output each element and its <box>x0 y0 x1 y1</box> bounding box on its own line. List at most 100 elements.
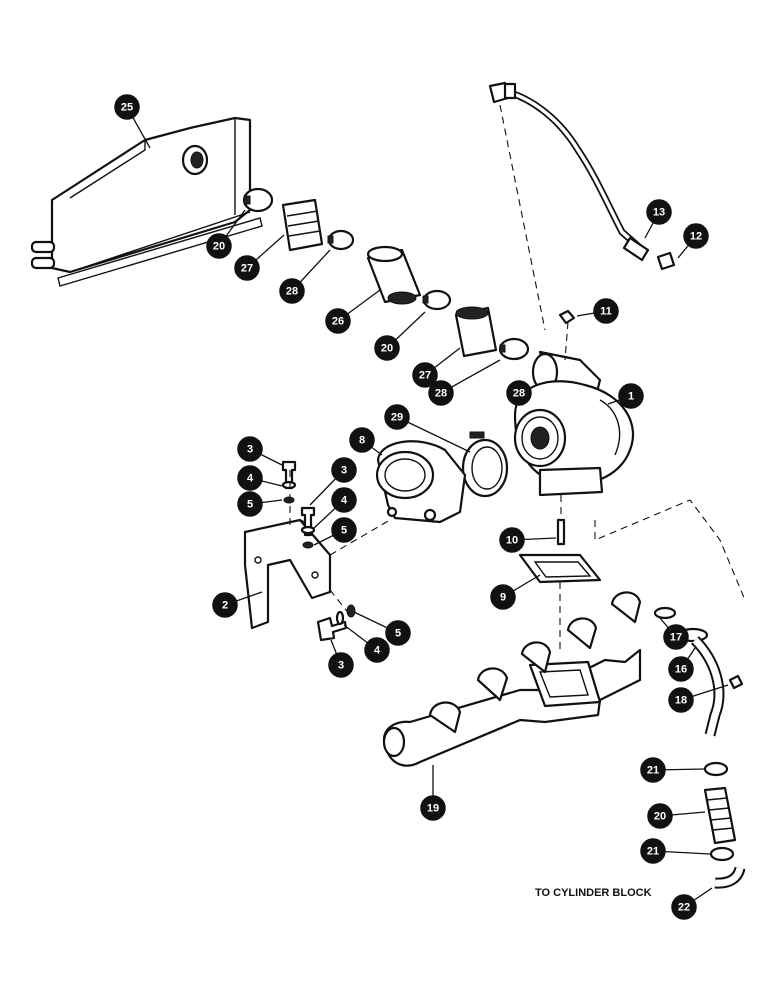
callout-circle <box>663 624 689 650</box>
callout-number: 28 <box>435 388 447 400</box>
callout-4: 4 <box>364 637 390 663</box>
callout-circle <box>349 427 375 453</box>
callout-28: 28 <box>506 380 532 406</box>
callout-27: 27 <box>412 362 438 388</box>
callout-circle <box>328 652 354 678</box>
exhaust-manifold <box>382 591 642 767</box>
bolt-washers-center <box>300 506 316 549</box>
clamp-upper-mid <box>327 229 355 251</box>
callout-number: 5 <box>247 499 253 511</box>
callout-5: 5 <box>331 517 357 543</box>
callout-number: 20 <box>213 241 225 253</box>
callout-number: 28 <box>513 388 525 400</box>
clamp-mid <box>422 289 452 311</box>
callout-number: 28 <box>286 286 298 298</box>
callout-number: 17 <box>670 632 682 644</box>
callout-1: 1 <box>618 383 644 409</box>
aftercooler-housing <box>30 116 263 287</box>
callout-circle <box>412 362 438 388</box>
callout-number: 13 <box>653 207 665 219</box>
callout-number: 4 <box>374 645 381 657</box>
callout-27: 27 <box>234 255 260 281</box>
callout-number: 11 <box>600 306 612 318</box>
bolt-washers-left <box>281 460 297 504</box>
callout-circle <box>364 637 390 663</box>
tube-connector <box>366 245 422 305</box>
lower-hose-assembly <box>703 761 746 889</box>
callout-number: 27 <box>241 263 253 275</box>
callout-circle <box>640 838 666 864</box>
nut <box>558 309 576 325</box>
callout-5: 5 <box>385 620 411 646</box>
callout-circle <box>331 457 357 483</box>
bolt-washers-lower <box>316 604 356 642</box>
callout-circle <box>646 199 672 225</box>
callout-29: 29 <box>384 404 410 430</box>
fitting-cap <box>656 251 676 271</box>
callout-circle <box>279 278 305 304</box>
callout-number: 20 <box>654 811 666 823</box>
callout-circle <box>237 436 263 462</box>
callout-20: 20 <box>206 233 232 259</box>
callout-circle <box>640 757 666 783</box>
callout-circle <box>420 795 446 821</box>
callout-circle <box>593 298 619 324</box>
callout-number: 3 <box>247 444 253 456</box>
mounting-bracket <box>243 518 332 630</box>
callout-circle <box>506 380 532 406</box>
callout-20: 20 <box>374 335 400 361</box>
callout-number: 10 <box>506 535 518 547</box>
callout-circle <box>237 465 263 491</box>
callout-12: 12 <box>683 223 709 249</box>
callout-number: 25 <box>121 102 133 114</box>
callout-number: 5 <box>341 525 347 537</box>
callout-number: 21 <box>647 765 659 777</box>
callout-number: 21 <box>647 846 659 858</box>
callout-8: 8 <box>349 427 375 453</box>
callout-number: 18 <box>675 695 687 707</box>
callout-20: 20 <box>647 803 673 829</box>
callout-number: 20 <box>381 343 393 355</box>
callout-circle <box>428 380 454 406</box>
callout-11: 11 <box>593 298 619 324</box>
callout-21: 21 <box>640 757 666 783</box>
callout-circle <box>234 255 260 281</box>
alignment-lines <box>289 104 746 650</box>
callout-circle <box>331 517 357 543</box>
callout-22: 22 <box>671 894 697 920</box>
callout-number: 4 <box>341 495 348 507</box>
callout-circle <box>212 592 238 618</box>
callout-2: 2 <box>212 592 238 618</box>
callout-circle <box>331 487 357 513</box>
callout-17: 17 <box>663 624 689 650</box>
callout-circle <box>490 584 516 610</box>
callout-4: 4 <box>237 465 263 491</box>
oil-supply-line <box>488 81 650 262</box>
callout-28: 28 <box>279 278 305 304</box>
callout-circle <box>499 527 525 553</box>
callout-number: 4 <box>247 473 254 485</box>
callout-3: 3 <box>328 652 354 678</box>
gasket <box>518 553 602 584</box>
callout-18: 18 <box>668 687 694 713</box>
hose-connector-upper <box>281 198 324 252</box>
callout-25: 25 <box>114 94 140 120</box>
callout-13: 13 <box>646 199 672 225</box>
callout-5: 5 <box>237 491 263 517</box>
callout-3: 3 <box>331 457 357 483</box>
callout-circle <box>618 383 644 409</box>
callout-number: 16 <box>675 664 687 676</box>
callout-21: 21 <box>640 838 666 864</box>
callout-circle <box>683 223 709 249</box>
callout-number: 22 <box>678 902 690 914</box>
callout-number: 8 <box>359 435 365 447</box>
callout-26: 26 <box>325 308 351 334</box>
callout-number: 5 <box>395 628 401 640</box>
callout-circle <box>668 687 694 713</box>
callout-19: 19 <box>420 795 446 821</box>
callout-circle <box>668 656 694 682</box>
callout-9: 9 <box>490 584 516 610</box>
callout-circle <box>114 94 140 120</box>
